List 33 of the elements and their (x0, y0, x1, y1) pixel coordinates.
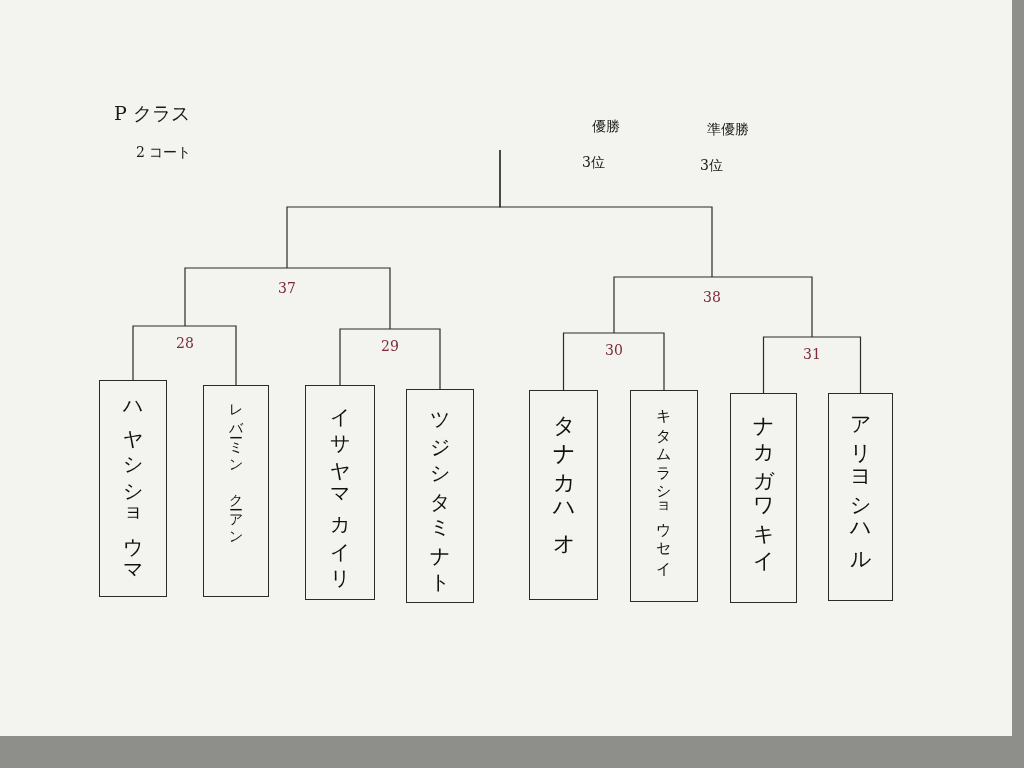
bracket-line (286, 267, 391, 330)
match-number: 28 (167, 326, 203, 351)
class-title: P クラス (114, 102, 190, 125)
match-number: 30 (596, 333, 632, 358)
bracket-line (184, 267, 288, 327)
player-name-box: ハヤシショウマ (99, 380, 167, 597)
match-number: 29 (372, 329, 408, 354)
bracket-line (613, 332, 665, 391)
placing-label: 優勝 (592, 118, 620, 135)
player-name-box: キタムラショウセイ (630, 390, 698, 602)
player-name-box: ナカガワキイ (730, 393, 797, 603)
court-label: 2 コート (136, 144, 192, 161)
match-number: 31 (794, 337, 830, 362)
bracket-line (339, 328, 391, 386)
player-name-box: レバーミン クーアン (203, 385, 269, 597)
bracket-line (613, 276, 713, 334)
bracket-line (811, 336, 862, 394)
bracket-line (762, 336, 813, 394)
player-name-box: イサヤマカイリ (305, 385, 375, 600)
bracket-line (389, 328, 441, 390)
bracket-line (562, 332, 615, 391)
placing-label: 準優勝 (707, 121, 749, 138)
match-number: 37 (269, 268, 305, 296)
match-number: 38 (694, 277, 730, 305)
bracket-line (711, 276, 813, 338)
player-name-box: アリヨシハル (828, 393, 893, 601)
bracket-line (184, 325, 237, 386)
player-name-box: ツジシタミナト (406, 389, 474, 603)
placing-label: 3位 (582, 154, 605, 171)
player-name-box: タナカハオ (529, 390, 598, 600)
bracket-line (132, 325, 186, 381)
placing-label: 3位 (700, 157, 723, 174)
bracket-line (499, 149, 713, 278)
